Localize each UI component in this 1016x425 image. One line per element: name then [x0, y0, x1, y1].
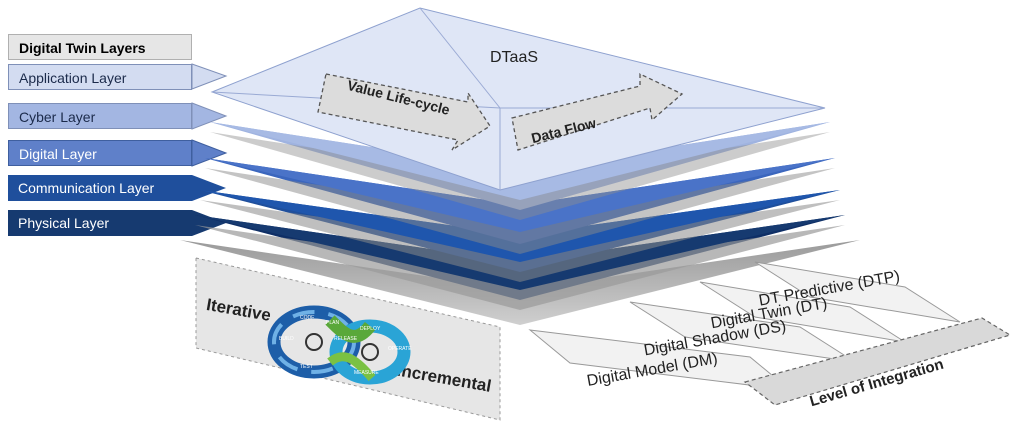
legend-tab-application [191, 63, 228, 90]
stack-top-divider-3 [419, 7, 501, 109]
legend-title: Digital Twin Layers [8, 34, 192, 60]
legend-layer-application: Application Layer [8, 64, 192, 90]
stack-layer-communication-band [200, 200, 840, 282]
devops-stage-plan: PLAN [326, 320, 339, 326]
legend-layer-communication: Communication Layer [8, 175, 192, 201]
devops-stage-deploy: DEPLOY [360, 326, 381, 332]
stack-layer-application [210, 7, 826, 191]
stack-top-label: DTaaS [490, 49, 538, 66]
stack-layer-digital-top [205, 158, 835, 232]
devops-stage-build: BUILD [279, 336, 294, 342]
devops-stage-test: TEST [300, 364, 313, 370]
stack-layer-cyber-band [210, 132, 830, 220]
legend-tab-digital [191, 139, 228, 167]
arrow-value-lifecycle [317, 73, 491, 151]
legend-tab-cyber [191, 102, 228, 130]
devops-stage-code: CODE [300, 315, 315, 321]
integration-base-bar [743, 317, 1012, 406]
stack-layer-digital-band [205, 168, 835, 254]
legend-tab-communication [192, 175, 226, 201]
devops-stage-measure: MEASURE [354, 370, 379, 376]
devops-infinity-icon: CODE PLAN BUILD TEST RELEASE DEPLOY OPER… [267, 305, 412, 385]
legend-layer-digital: Digital Layer [8, 140, 192, 166]
stack-layer-physical-band [195, 225, 845, 310]
legend-layer-physical: Physical Layer [8, 210, 192, 236]
legend-layer-cyber: Cyber Layer [8, 103, 192, 129]
legend-tab-physical [192, 210, 226, 236]
devops-stage-release: RELEASE [334, 336, 358, 342]
arrow-data-flow [511, 72, 684, 151]
devops-stage-operate: OPERATE [388, 346, 412, 352]
integration-step-dtp [754, 261, 961, 323]
